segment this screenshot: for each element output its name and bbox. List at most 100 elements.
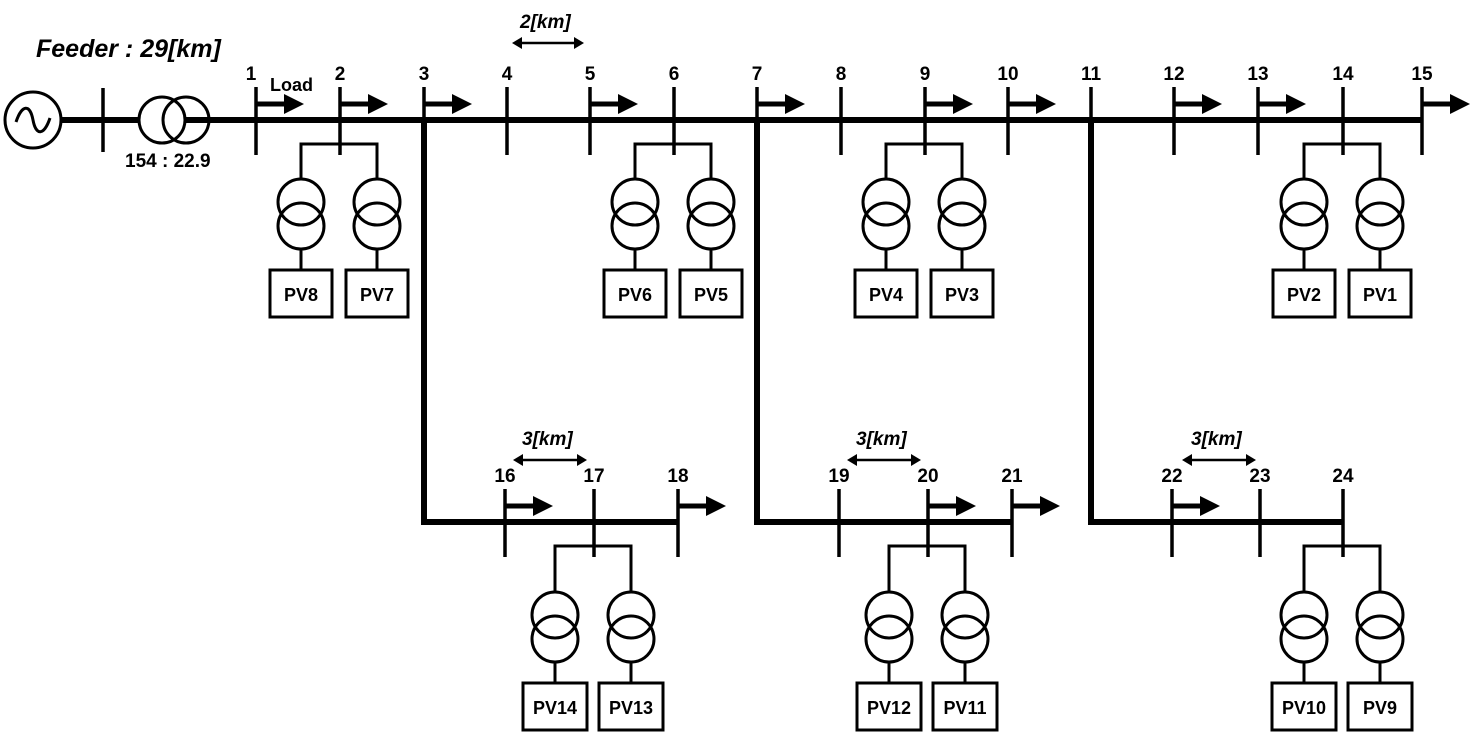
pv-transformer-icon	[861, 177, 911, 251]
distance-arrow-main	[512, 37, 584, 49]
pv-label-pv3: PV3	[945, 285, 979, 305]
pv-label-pv1: PV1	[1363, 285, 1397, 305]
bus-label-7: 7	[752, 64, 763, 85]
pv-box-pv2	[1271, 268, 1337, 319]
bus-label-19: 19	[828, 466, 849, 487]
load-arrow-icon	[256, 94, 304, 114]
pv-transformer-icon	[686, 177, 736, 251]
bus-label-11: 11	[1081, 64, 1102, 85]
pv-box-pv12	[855, 681, 923, 732]
pv-transformer-icon	[864, 590, 914, 664]
load-arrow-icon	[1422, 94, 1470, 114]
bus-label-12: 12	[1163, 64, 1184, 85]
load-arrow-icon	[1008, 94, 1056, 114]
pv-box-pv3	[929, 268, 995, 319]
loads-layer	[256, 94, 1470, 516]
pv-box-pv11	[931, 681, 999, 732]
pv-label-pv2: PV2	[1287, 285, 1321, 305]
pv-transformer-icon	[276, 177, 326, 251]
pv-label-pv4: PV4	[869, 285, 903, 305]
load-arrow-icon	[928, 496, 976, 516]
pv-group-pv12-pv11: PV12 PV11	[855, 544, 999, 732]
bus-label-5: 5	[585, 64, 596, 85]
pv-transformer-icon	[1279, 590, 1329, 664]
pv-group-pv10-pv9: PV10 PV9	[1270, 544, 1414, 732]
load-arrow-icon	[1012, 496, 1060, 516]
ac-source-icon	[3, 90, 63, 150]
bus-label-17: 17	[583, 466, 604, 487]
bus-label-9: 9	[920, 64, 931, 85]
distance-label-main: 2[km]	[519, 12, 571, 33]
pv-box-pv7	[344, 268, 410, 319]
bus-label-18: 18	[667, 466, 688, 487]
pv-label-pv8: PV8	[284, 285, 318, 305]
pv-transformer-icon	[610, 177, 660, 251]
load-arrow-icon	[340, 94, 388, 114]
load-arrow-icon	[925, 94, 973, 114]
load-arrow-icon	[590, 94, 638, 114]
bus-label-13: 13	[1247, 64, 1268, 85]
pv-transformer-icon	[1355, 177, 1405, 251]
transformer-ratio: 154 : 22.9	[125, 151, 211, 172]
bus-label-24: 24	[1332, 466, 1354, 487]
main-transformer-icon	[137, 95, 211, 145]
pv-label-pv6: PV6	[618, 285, 652, 305]
bus-label-14: 14	[1332, 64, 1354, 85]
pv-transformer-icon	[606, 590, 656, 664]
distance-label-branch1: 3[km]	[522, 429, 573, 450]
pv-label-pv13: PV13	[609, 698, 653, 718]
bus-label-16: 16	[494, 466, 515, 487]
pv-box-pv1	[1347, 268, 1413, 319]
pv-label-pv5: PV5	[694, 285, 728, 305]
distance-label-branch2: 3[km]	[856, 429, 907, 450]
load-arrow-icon	[1174, 94, 1222, 114]
pv-transformer-icon	[530, 590, 580, 664]
pv-group-pv2-pv1: PV2 PV1	[1271, 142, 1413, 319]
pv-transformer-icon	[940, 590, 990, 664]
distance-arrow-branch1	[513, 454, 587, 466]
bus-label-23: 23	[1249, 466, 1270, 487]
pv-box-pv6	[602, 268, 668, 319]
bus-label-20: 20	[917, 466, 938, 487]
load-arrow-icon	[678, 496, 726, 516]
pv-label-pv11: PV11	[943, 698, 986, 718]
pv-transformer-icon	[937, 177, 987, 251]
pv-transformer-icon	[1279, 177, 1329, 251]
pv-label-pv9: PV9	[1363, 698, 1397, 718]
pv-box-pv14	[521, 681, 589, 732]
bus-label-6: 6	[669, 64, 680, 85]
bus-label-3: 3	[419, 64, 430, 85]
bus-label-4: 4	[502, 64, 513, 85]
pv-label-pv14: PV14	[533, 698, 577, 718]
pv-group-pv14-pv13: PV14 PV13	[521, 544, 665, 732]
bus-label-22: 22	[1161, 466, 1182, 487]
pv-box-pv9	[1346, 681, 1414, 732]
bus-label-1: 1	[246, 64, 257, 85]
pv-label-pv12: PV12	[867, 698, 911, 718]
distance-arrow-branch3	[1182, 454, 1256, 466]
pv-label-pv10: PV10	[1282, 698, 1326, 718]
pv-box-pv5	[678, 268, 744, 319]
load-arrow-icon	[505, 496, 553, 516]
bus-label-15: 15	[1411, 64, 1433, 85]
pv-label-pv7: PV7	[360, 285, 394, 305]
load-arrow-icon	[757, 94, 805, 114]
load-arrow-icon	[1172, 496, 1220, 516]
pv-group-pv6-pv5: PV6 PV5	[602, 142, 744, 319]
feeder-title: Feeder : 29[km]	[36, 35, 222, 63]
pv-box-pv8	[268, 268, 334, 319]
pv-box-pv13	[597, 681, 665, 732]
bus-label-8: 8	[836, 64, 847, 85]
pv-transformer-icon	[1355, 590, 1405, 664]
pv-group-pv8-pv7: PV8 PV7	[268, 142, 410, 319]
distance-arrow-branch2	[847, 454, 921, 466]
distance-label-branch3: 3[km]	[1191, 429, 1242, 450]
bus-label-10: 10	[997, 64, 1018, 85]
load-label: Load	[270, 75, 313, 95]
pv-group-pv4-pv3: PV4 PV3	[853, 142, 995, 319]
load-arrow-icon	[424, 94, 472, 114]
pv-transformer-icon	[352, 177, 402, 251]
